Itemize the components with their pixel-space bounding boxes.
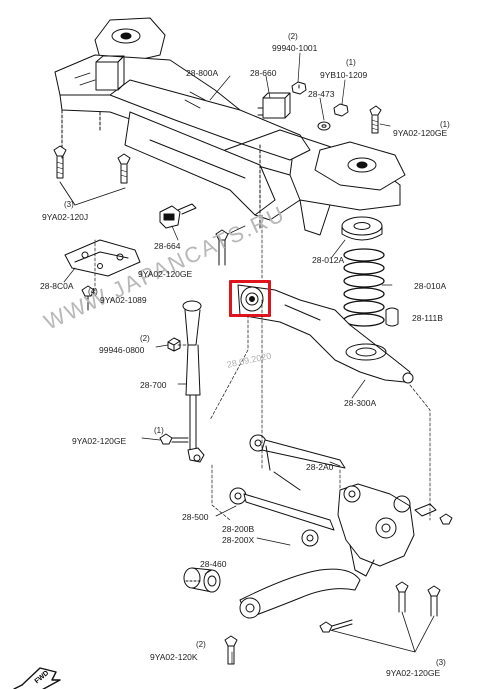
label-28-500[interactable]: 28-500 [182,512,209,522]
label-28-2A0[interactable]: 28-2A0 [306,462,334,472]
spring-seat-28-012A [341,216,383,241]
bolt-9YA02-120GE-bottom-c [427,585,441,617]
label-9YA02-120GE-top[interactable]: 9YA02-120GE [393,128,448,138]
label-28-700[interactable]: 28-700 [140,380,167,390]
qty-120GE-bottom: (3) [436,658,446,667]
bolt-9YA02-120J-b [117,153,131,184]
bolt-9YA02-120GE-bottom-b [395,581,409,613]
label-99940-1001[interactable]: 99940-1001 [272,43,318,53]
label-9YA02-1089[interactable]: 9YA02-1089 [100,295,147,305]
washer-28-473 [317,121,331,131]
label-9YA02-120K[interactable]: 9YA02-120K [150,652,198,662]
bracket-28-660 [257,92,291,119]
knuckle [337,483,437,577]
label-99946-0800[interactable]: 99946-0800 [99,345,145,355]
bolt-9YA02-120GE-knuckle [439,513,453,525]
label-9YA02-120GE-mid[interactable]: 9YA02-120GE [138,269,193,279]
qty-99940: (2) [288,32,298,41]
trailing-link-28-500 [229,487,335,547]
label-28-111B[interactable]: 28-111B [412,313,443,323]
bracket-28-664 [159,203,197,229]
label-28-010A[interactable]: 28-010A [414,281,447,291]
label-28-8C0A[interactable]: 28-8C0A [40,281,74,291]
bolt-9YA02-120GE-shock [159,433,189,445]
label-28-012A[interactable]: 28-012A [312,255,345,265]
label-9YA02-120GE-shock[interactable]: 9YA02-120GE [72,436,127,446]
leader-120J [59,181,126,206]
label-9YA02-120J[interactable]: 9YA02-120J [42,212,89,222]
label-9YB10-1209[interactable]: 9YB10-1209 [320,70,368,80]
bolt-9YA02-120K [224,635,238,665]
label-28-300A[interactable]: 28-300A [344,398,377,408]
label-28-664[interactable]: 28-664 [154,241,181,251]
bolt-9YA02-120GE-left [215,225,246,266]
bolt-9YA02-120GE-bottom-a [319,619,353,633]
label-28-473[interactable]: 28-473 [308,89,335,99]
subframe-part [54,17,406,236]
bump-stop-28-111B [385,307,399,327]
bracket-plate-28-8C0A [64,239,141,277]
lower-arm-28-300A [237,284,414,384]
nut-99946 [167,337,181,352]
lower-link-28-200 [239,568,361,619]
qty-99946: (2) [140,334,150,343]
alignment-lines [94,214,431,521]
label-28-200B[interactable]: 28-200B [222,524,255,534]
leader-lines [63,52,399,665]
label-28-460[interactable]: 28-460 [200,559,227,569]
highlight-frame [230,281,270,316]
arm-bushing [240,286,264,312]
qty-9YB10: (1) [346,58,356,67]
label-28-660[interactable]: 28-660 [250,68,277,78]
leader-120GE-bottom [329,611,435,653]
qty-120J: (3) [64,200,74,209]
bolt-9YA02-120GE-top [369,105,382,134]
label-28-800A[interactable]: 28-800A [186,68,219,78]
label-28-200X[interactable]: 28-200X [222,535,255,545]
qty-1089: (4) [88,287,98,296]
nut-9YB10 [333,103,349,117]
qty-120GE-top: (1) [440,120,450,129]
bushing-28-460 [183,567,221,593]
bolt-9YA02-120J-a [53,145,67,179]
coil-spring-28-010A [343,248,385,327]
qty-120GE-shock: (1) [154,426,164,435]
label-9YA02-120GE-bottom[interactable]: 9YA02-120GE [386,668,441,678]
qty-120K: (2) [196,640,206,649]
nut-99940 [291,81,307,95]
fwd-arrow-icon [13,667,61,689]
shock-absorber-28-700 [182,300,205,463]
